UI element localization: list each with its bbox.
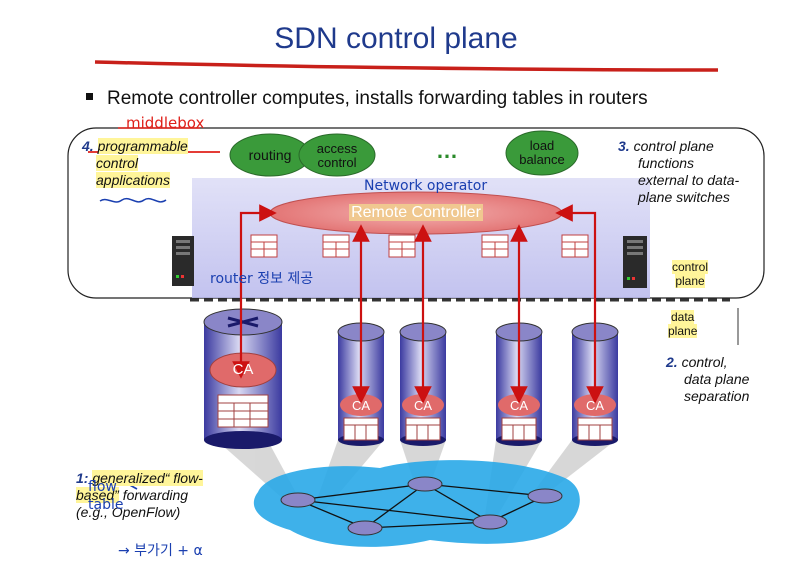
- more-apps-ellipsis: …: [436, 138, 460, 163]
- annotation-programmable-apps: 4. programmable control applications: [82, 138, 188, 188]
- annotation-flow-forwarding: 1: generalized“ flow- based” forwarding …: [76, 470, 203, 520]
- access-control-app: [298, 133, 376, 177]
- handwritten-network-operator: Network operator: [364, 178, 488, 194]
- remote-controller-label: Remote Controller: [349, 204, 483, 221]
- ca-label-1: CA: [351, 398, 371, 413]
- title-underline: [94, 60, 719, 72]
- bullet-text: Remote controller computes, installs for…: [107, 88, 648, 109]
- ca-label-big: CA: [232, 361, 254, 378]
- control-arrows: [232, 204, 604, 404]
- network-routers: [280, 476, 563, 536]
- routing-label: routing: [248, 147, 292, 163]
- annotation-separation: 2. control, data plane separation: [666, 354, 750, 404]
- page-title: SDN control plane: [274, 22, 518, 55]
- squiggle-underline: [99, 197, 167, 203]
- server-icon-left: [172, 236, 194, 286]
- ca-label-2: CA: [413, 398, 433, 413]
- annotation-control-plane-functions: 3. control plane functions external to d…: [618, 138, 740, 205]
- load-balance-app: [505, 130, 579, 176]
- handwritten-router-note: router 정보 제공: [210, 271, 314, 287]
- handwritten-plus-alpha: → 부가기 + α: [118, 543, 203, 559]
- handwritten-middlebox: middlebox: [126, 114, 205, 132]
- big-router: [203, 308, 283, 449]
- bullet-point: Remote controller computes, installs for…: [86, 88, 648, 110]
- ca-label-4: CA: [585, 398, 605, 413]
- small-routers: [337, 322, 619, 446]
- server-icon-right: [623, 236, 647, 288]
- ca-label-3: CA: [509, 398, 529, 413]
